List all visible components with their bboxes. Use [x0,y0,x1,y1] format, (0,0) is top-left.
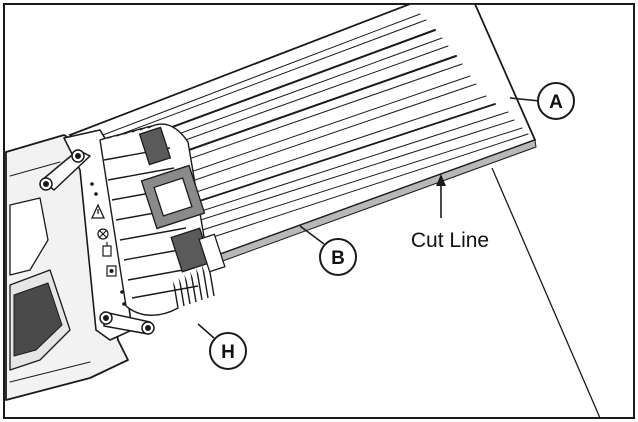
callout-a-label: A [549,92,563,113]
fan-icon [97,228,109,240]
callout-b: B [299,225,357,276]
screws [39,149,155,335]
cut-line-label: Cut Line [411,229,489,252]
clip-blocks [138,126,226,273]
warning-triangle-icon [90,203,106,219]
callout-a: A [509,82,575,120]
cut-line-arrow [436,174,446,218]
plug-icon [102,242,112,257]
cut-guide-line [491,167,601,419]
housing-dots [90,182,126,306]
callout-h-label: H [221,342,235,363]
callout-b-label: B [331,248,345,269]
callout-h: H [197,323,247,370]
switch-icon [106,265,117,277]
